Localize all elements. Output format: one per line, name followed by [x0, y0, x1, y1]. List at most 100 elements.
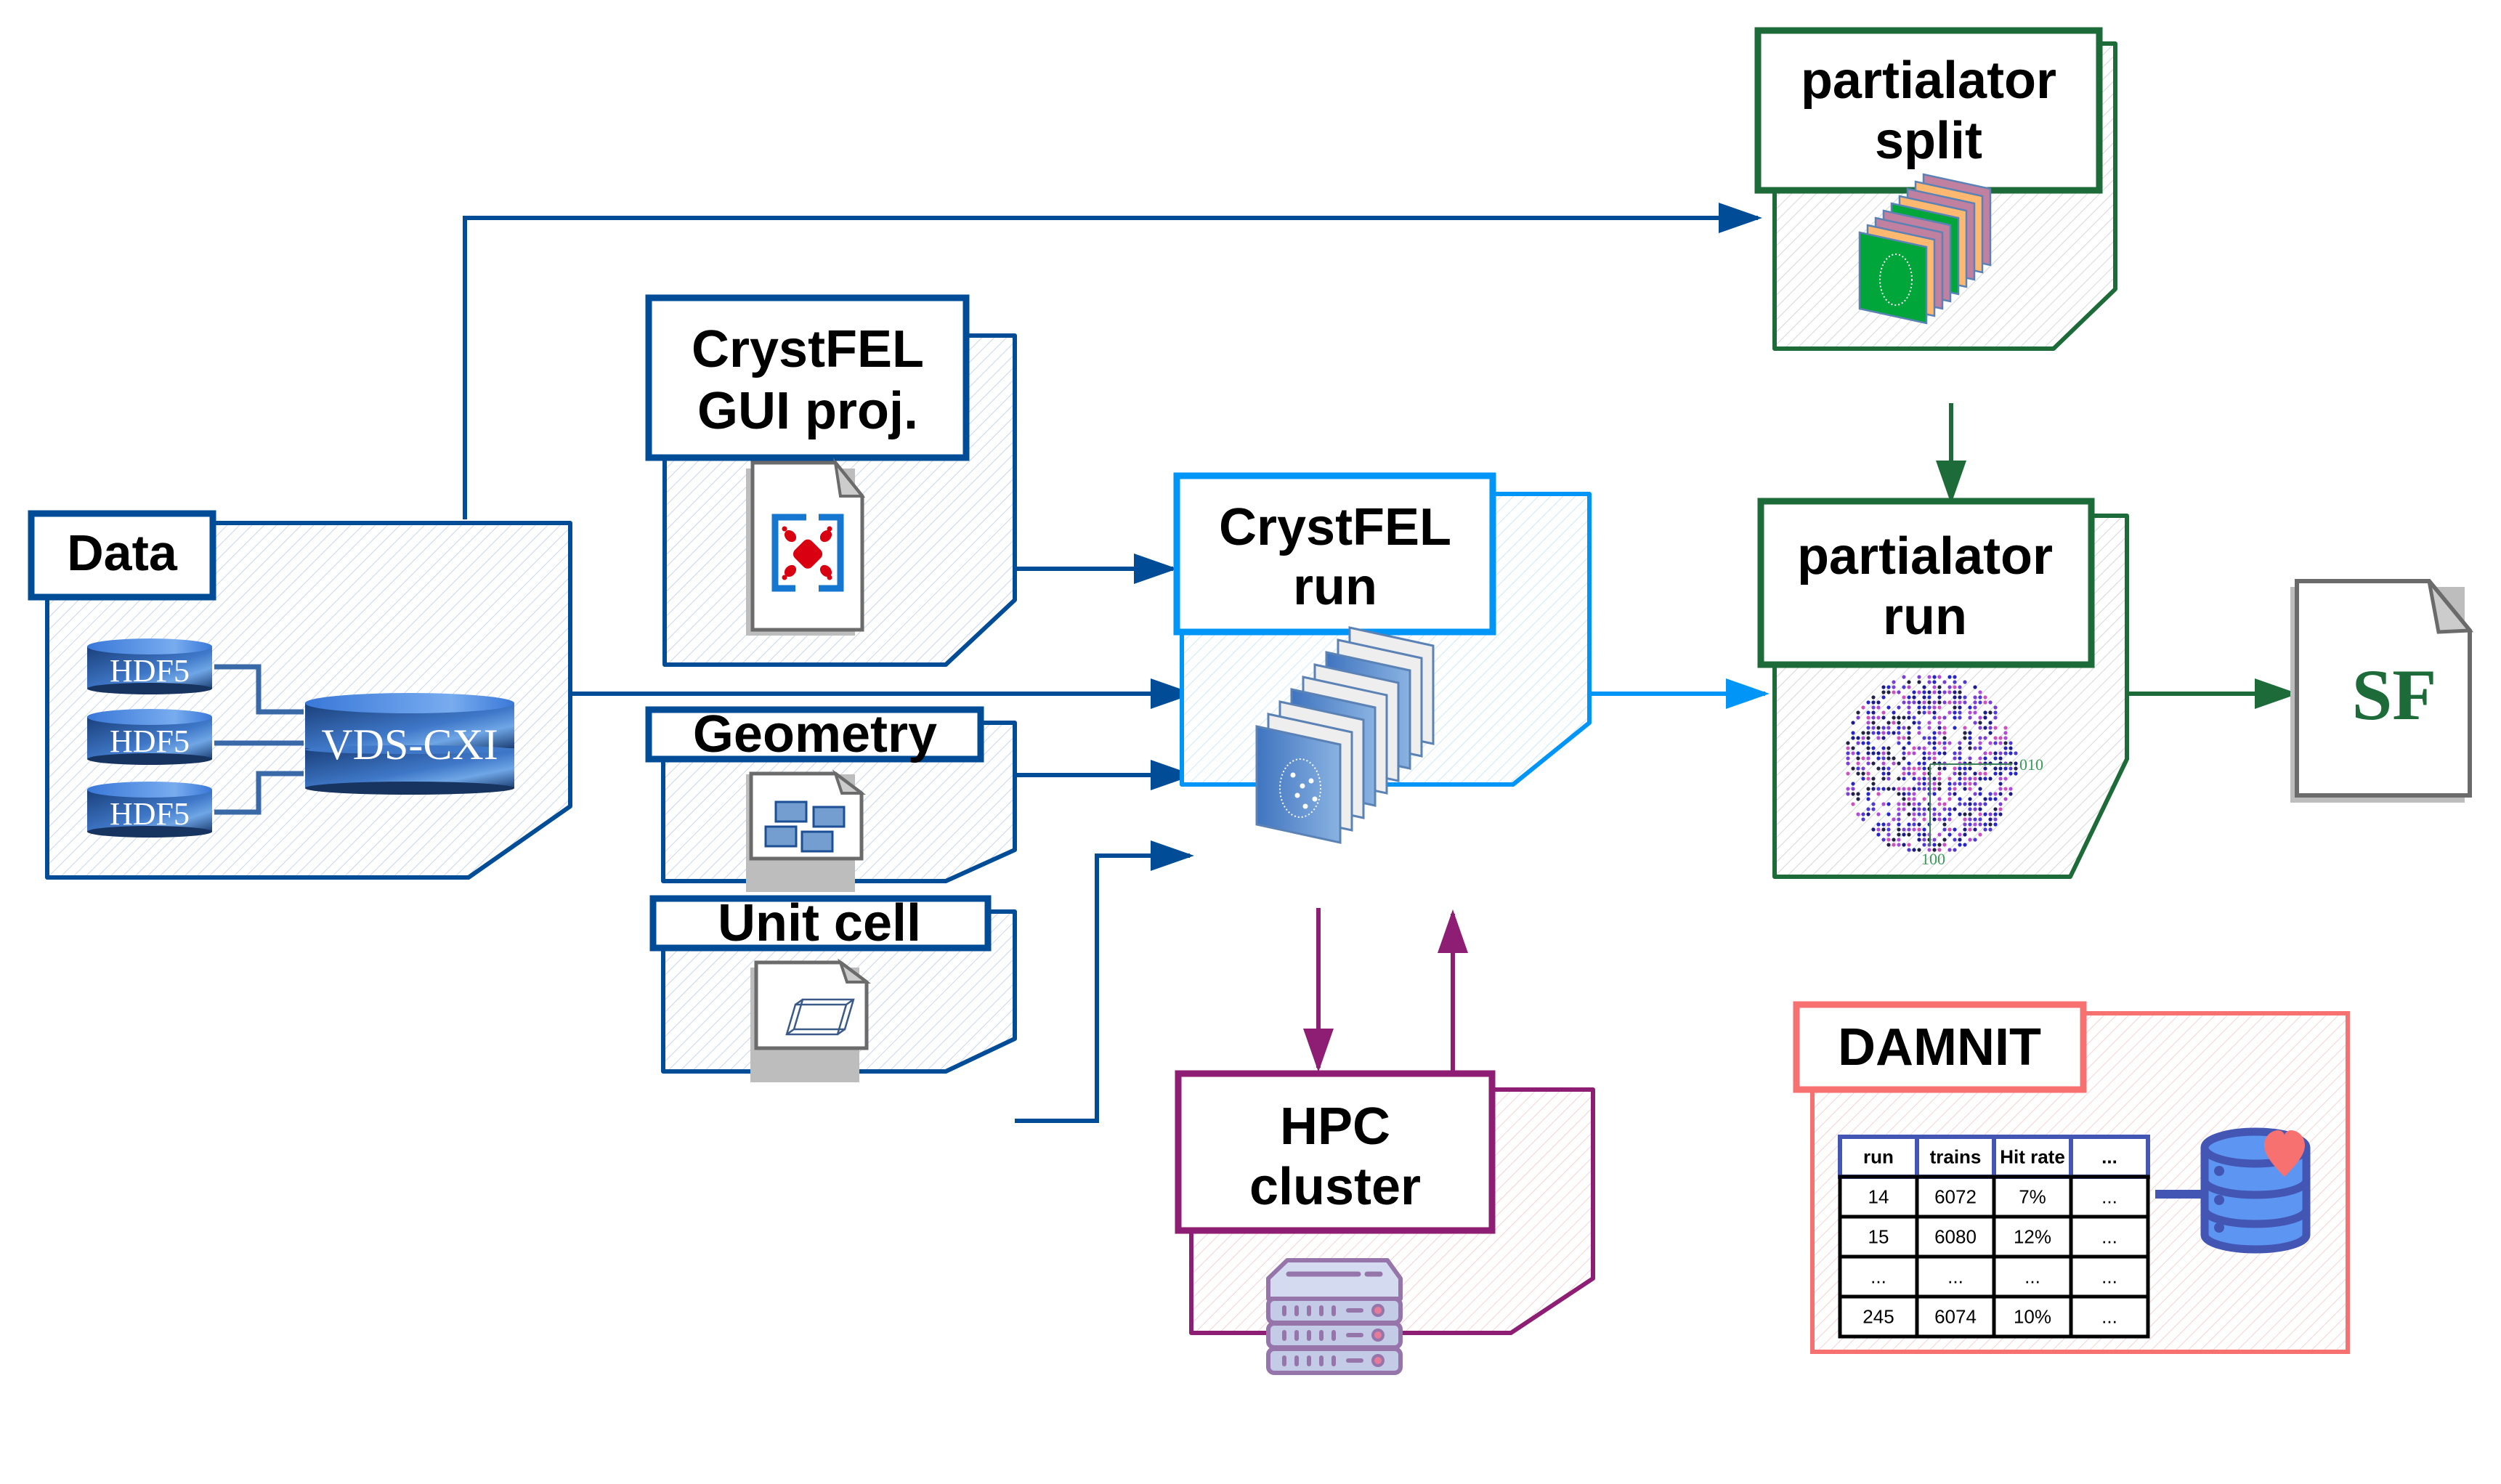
reflection-dot	[1922, 771, 1926, 776]
reflection-dot	[1922, 695, 1926, 700]
reflection-dot	[1988, 710, 1993, 715]
reflection-dot	[1937, 843, 1942, 847]
reflection-dot	[1983, 736, 1987, 740]
node-crystfel-run-title-line1: CrystFEL	[1219, 498, 1451, 556]
reflection-dot	[1973, 695, 1977, 700]
reflection-dot	[1942, 766, 1947, 771]
reflection-dot	[1907, 741, 1911, 745]
reflection-dot	[1937, 797, 1942, 801]
node-partialator-split[interactable]: partialator split	[1754, 27, 2117, 351]
reflection-dot	[1912, 721, 1916, 725]
reflection-dot	[1927, 695, 1932, 700]
reflection-dot	[1998, 782, 2003, 786]
node-crystfel-run-title-line2: run	[1293, 558, 1377, 616]
reflection-dot	[1947, 782, 1952, 786]
reflection-dot	[1866, 787, 1870, 791]
reflection-dot	[1861, 736, 1865, 740]
reflection-dot	[1983, 710, 1987, 715]
reflection-dot	[1886, 766, 1891, 771]
edges	[463, 203, 2298, 1123]
node-partialator-run[interactable]: partialator run 010 100	[1757, 498, 2129, 879]
reflection-dot	[1968, 766, 1972, 771]
reflection-dot	[1871, 746, 1876, 750]
reflection-dot	[1897, 832, 1901, 837]
reflection-dot	[1917, 827, 1921, 832]
server-led-icon	[1371, 1329, 1385, 1342]
reflection-dot	[1897, 736, 1901, 740]
reflection-dot	[1953, 685, 1957, 689]
reflection-dot	[1998, 812, 2003, 816]
reflection-dot	[1897, 731, 1901, 735]
reflection-dot	[1988, 817, 1993, 822]
reflection-dot	[1917, 802, 1921, 806]
reflection-dot	[1902, 746, 1906, 750]
reflection-dot	[1907, 766, 1911, 771]
reflection-dot	[1953, 766, 1957, 771]
reflection-dot	[1963, 700, 1967, 705]
reflection-dot	[1978, 817, 1982, 822]
reflection-dot	[1937, 726, 1942, 730]
reflection-dot	[1968, 827, 1972, 832]
node-hpc[interactable]: HPC cluster	[1175, 1070, 1595, 1375]
reflection-dot	[1963, 822, 1967, 827]
diffraction-frames-stack-icon	[1255, 626, 1435, 844]
hdf5-connectors	[214, 664, 304, 815]
reflection-dot	[1947, 797, 1952, 801]
reflection-dot	[1876, 827, 1881, 832]
reflection-dot	[1866, 721, 1870, 725]
reflection-dot	[1978, 726, 1982, 730]
reflection-dot	[1897, 726, 1901, 730]
reflection-dot	[1897, 792, 1901, 796]
reflection-dot	[1937, 715, 1942, 720]
node-geometry[interactable]: Geometry	[645, 705, 1017, 892]
reflection-dot	[1851, 787, 1855, 791]
reflection-dot	[1958, 741, 1962, 745]
reflection-dot	[1897, 777, 1901, 781]
reflection-dot	[1856, 771, 1860, 776]
reflection-dot	[1897, 822, 1901, 827]
reflection-dot	[1922, 787, 1926, 791]
reflection-dot	[1963, 777, 1967, 781]
node-gui-proj[interactable]: CrystFEL GUI proj.	[645, 294, 1017, 667]
reflection-dot	[1902, 787, 1906, 791]
reflection-dot	[1978, 832, 1982, 837]
reflection-dot	[1846, 751, 1850, 755]
reflection-dot	[1953, 771, 1957, 776]
reflection-dot	[1866, 807, 1870, 811]
reflection-dot	[1947, 832, 1952, 837]
reflection-dot	[1912, 771, 1916, 776]
reflection-dot	[1958, 685, 1962, 689]
reflection-dot	[1856, 741, 1860, 745]
reflection-dot	[1993, 797, 1998, 801]
reflection-dot	[1958, 771, 1962, 776]
reflection-dot	[1892, 685, 1896, 689]
table-cell	[2069, 1294, 2150, 1339]
node-unit-cell[interactable]: Unit cell	[649, 894, 1017, 1082]
sf-file-label: SF	[2352, 654, 2437, 735]
reflection-dot	[1861, 771, 1865, 776]
reflection-dot	[1942, 741, 1947, 745]
reflection-dot	[1917, 731, 1921, 735]
reflection-dot	[1892, 715, 1896, 720]
reflection-dot	[1917, 812, 1921, 816]
reflection-dot	[1937, 741, 1942, 745]
reflection-dot	[1902, 771, 1906, 776]
reflection-dot	[1978, 807, 1982, 811]
reflection-dot	[2003, 746, 2008, 750]
reflection-dot	[1917, 782, 1921, 786]
reflection-dot	[1953, 726, 1957, 730]
node-crystfel-run[interactable]: CrystFEL run	[1173, 472, 1592, 844]
node-data[interactable]: Data HDF5 HDF5 HDF5	[28, 510, 572, 880]
node-sf-file[interactable]: SF	[2290, 579, 2474, 803]
reflection-dot	[1907, 751, 1911, 755]
reflection-dot	[2014, 771, 2018, 776]
sf-file-page	[2295, 579, 2472, 798]
node-data-title: Data	[67, 524, 178, 581]
reflection-dot	[1892, 838, 1896, 842]
reflection-dot	[1927, 741, 1932, 745]
reflection-dot	[1927, 690, 1932, 694]
reflection-dot	[1922, 705, 1926, 710]
reflection-dot	[1958, 777, 1962, 781]
